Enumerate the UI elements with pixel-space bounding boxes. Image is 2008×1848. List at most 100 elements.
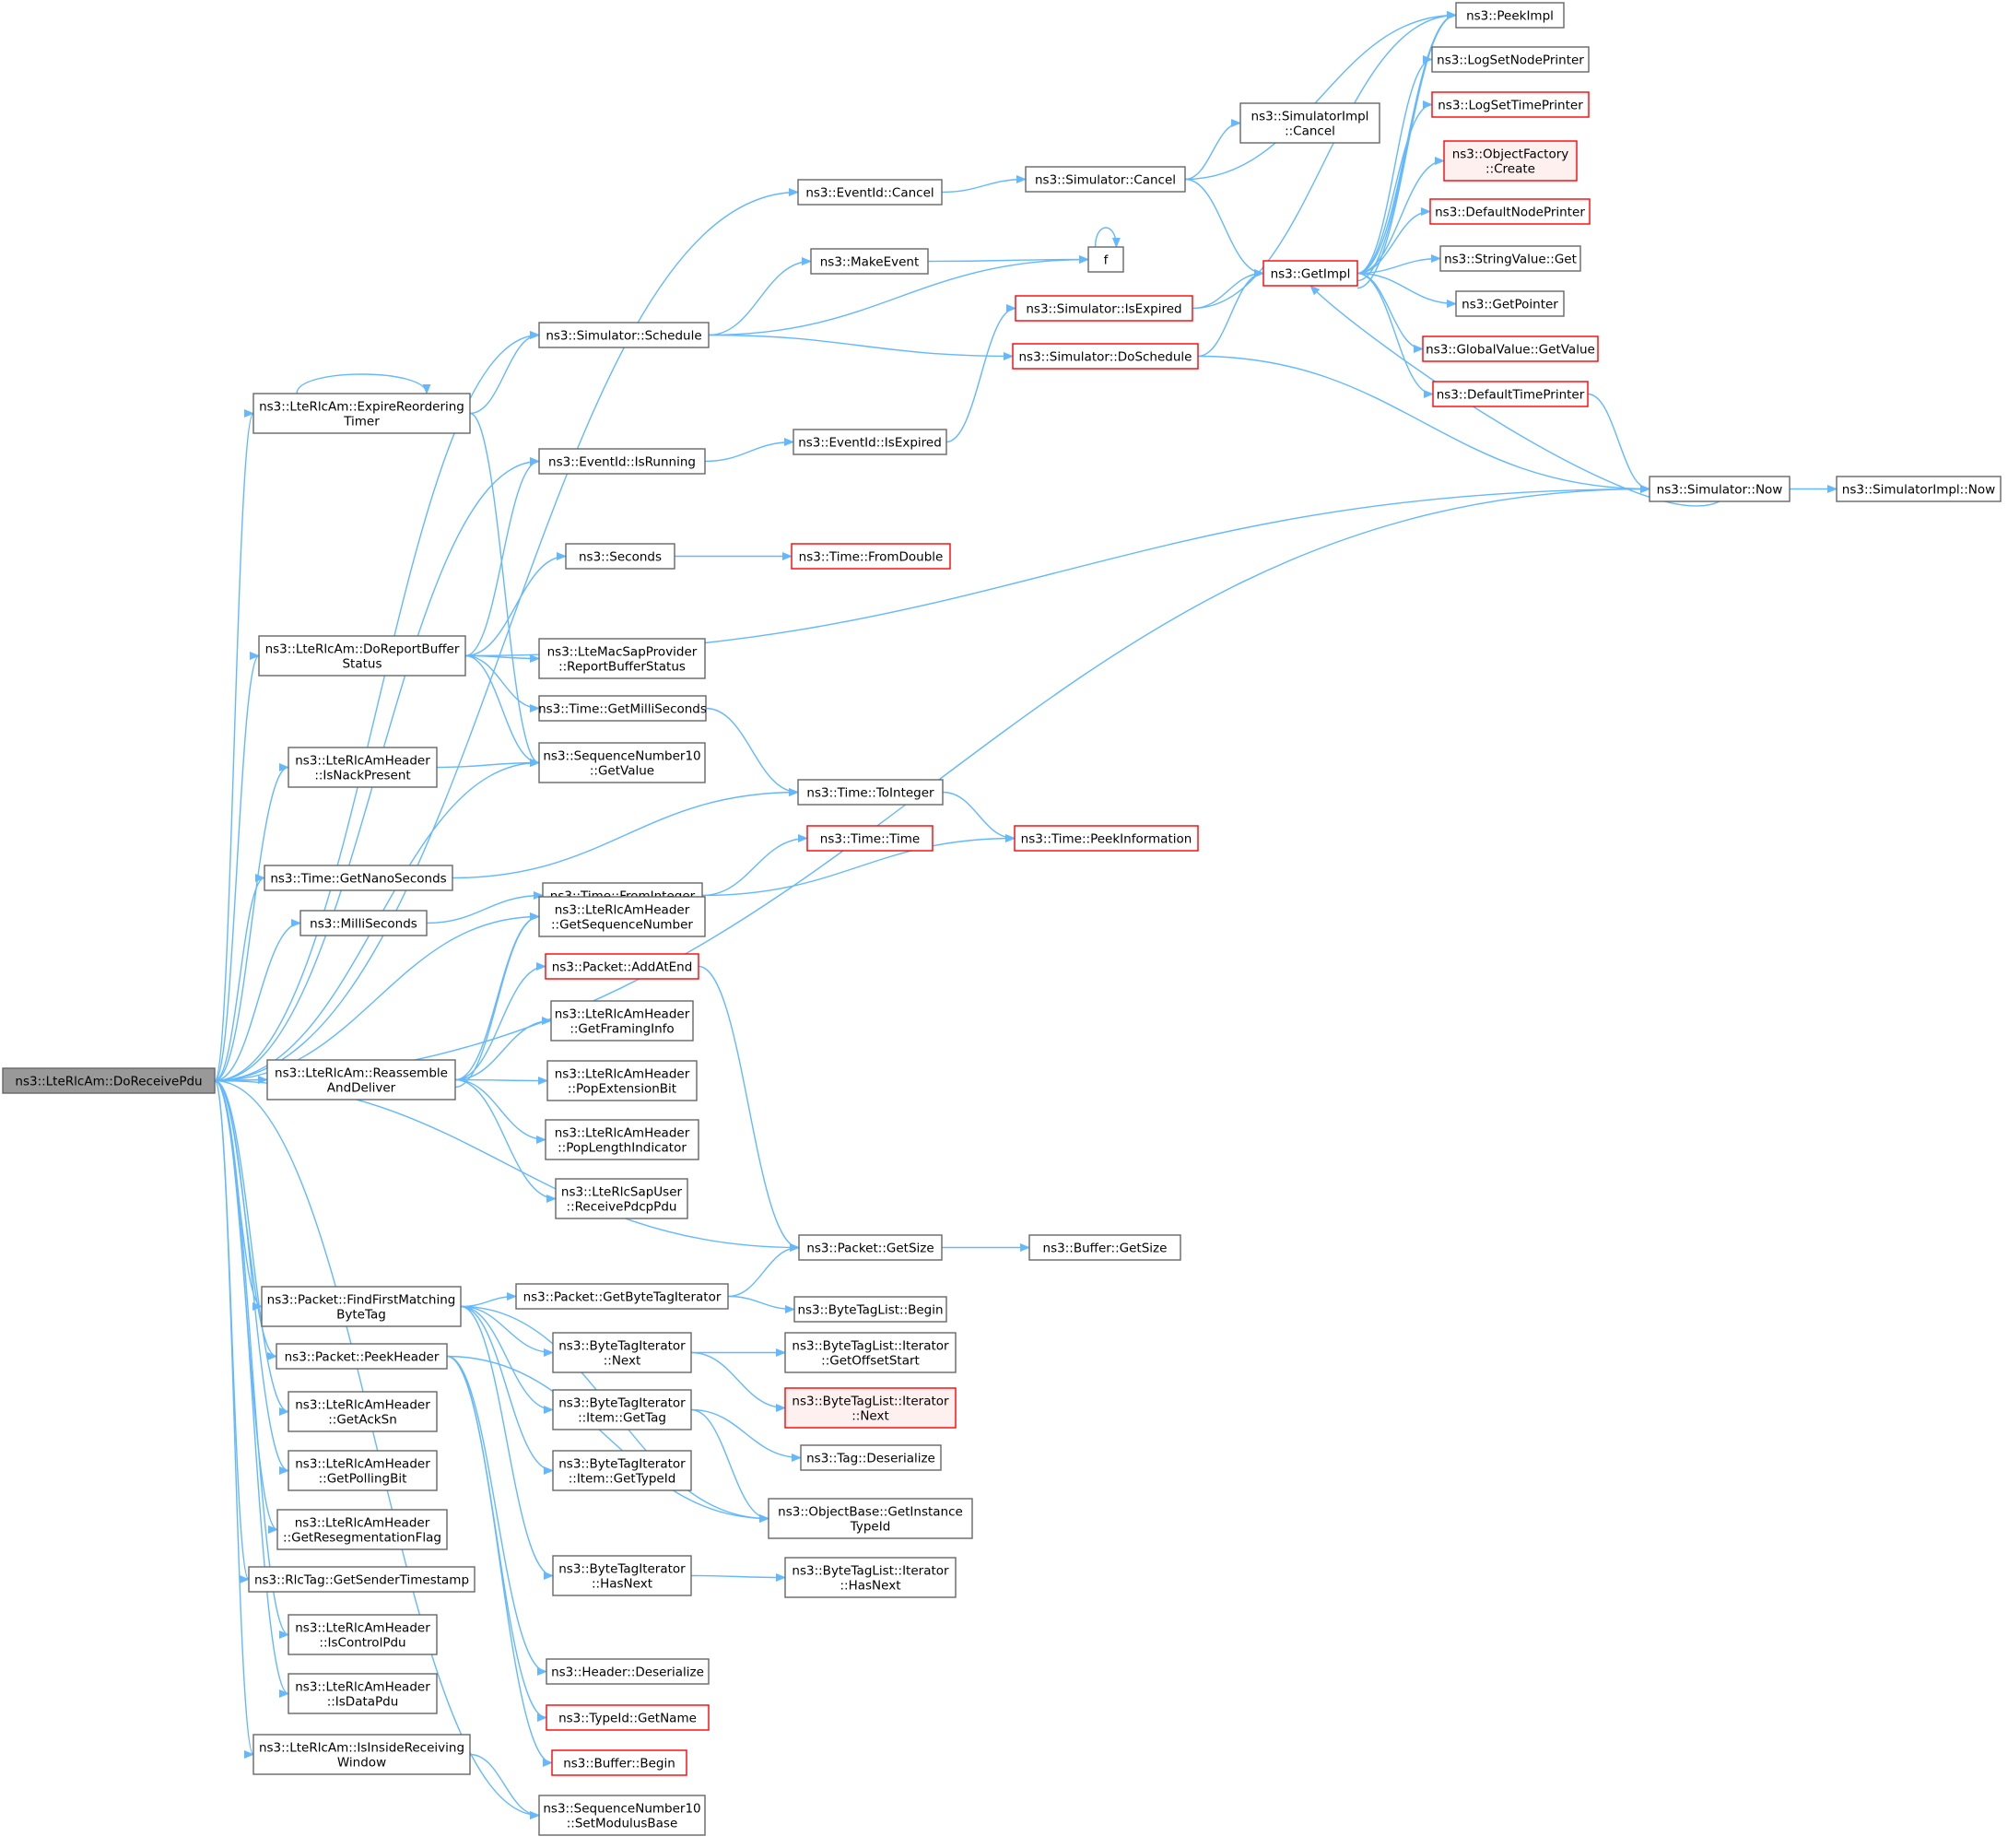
node-box[interactable] xyxy=(552,1332,692,1373)
node-box[interactable] xyxy=(1455,290,1565,317)
node-f[interactable]: f xyxy=(1087,246,1124,273)
node-box[interactable] xyxy=(798,1234,943,1261)
node-sim_schedule[interactable]: ns3::Simulator::Schedule xyxy=(538,322,710,348)
node-poplengthindicator[interactable]: ns3::LteRlcAmHeader::PopLengthIndicator xyxy=(545,1119,699,1160)
node-box[interactable] xyxy=(784,1387,957,1429)
node-box[interactable] xyxy=(1422,335,1599,362)
node-box[interactable] xyxy=(546,1060,698,1101)
node-getacksn[interactable]: ns3::LteRlcAmHeader::GetAckSn xyxy=(288,1391,438,1432)
node-box[interactable] xyxy=(1836,476,2002,502)
node-receivepdcppdu[interactable]: ns3::LteRlcSapUser::ReceivePdcpPdu xyxy=(555,1178,688,1219)
node-typeid_getname[interactable]: ns3::TypeId::GetName xyxy=(546,1704,710,1731)
node-box[interactable] xyxy=(1012,343,1199,370)
node-box[interactable] xyxy=(552,1450,692,1491)
node-box[interactable] xyxy=(1431,91,1590,118)
node-time_peekinfo[interactable]: ns3::Time::PeekInformation xyxy=(1014,825,1199,852)
node-time_time[interactable]: ns3::Time::Time xyxy=(806,825,934,852)
node-box[interactable] xyxy=(1015,295,1193,322)
node-eventid_cancel[interactable]: ns3::EventId::Cancel xyxy=(797,179,943,206)
node-box[interactable] xyxy=(252,393,471,434)
node-box[interactable] xyxy=(793,1296,947,1323)
node-box[interactable] xyxy=(1443,140,1578,182)
node-logsettime[interactable]: ns3::LogSetTimePrinter xyxy=(1431,91,1590,118)
node-box[interactable] xyxy=(515,1283,729,1310)
node-sim_isexpired[interactable]: ns3::Simulator::IsExpired xyxy=(1015,295,1193,322)
node-root[interactable]: ns3::LteRlcAm::DoReceivePdu xyxy=(2,1067,216,1094)
node-eventid_isrunning[interactable]: ns3::EventId::IsRunning xyxy=(538,448,706,475)
node-box[interactable] xyxy=(2,1067,216,1094)
node-box[interactable] xyxy=(552,1555,692,1596)
node-seqnum_setmodulus[interactable]: ns3::SequenceNumber10::SetModulusBase xyxy=(538,1795,706,1836)
node-packet_getsize[interactable]: ns3::Packet::GetSize xyxy=(798,1234,943,1261)
node-box[interactable] xyxy=(565,543,675,570)
node-btl_iter_hasnext[interactable]: ns3::ByteTagList::Iterator::HasNext xyxy=(784,1557,957,1598)
node-box[interactable] xyxy=(552,1389,692,1430)
node-isdatapdu[interactable]: ns3::LteRlcAmHeader::IsDataPdu xyxy=(288,1673,438,1714)
node-objfactory_create[interactable]: ns3::ObjectFactory::Create xyxy=(1443,140,1578,182)
node-packet_addatend[interactable]: ns3::Packet::AddAtEnd xyxy=(545,953,699,980)
node-box[interactable] xyxy=(797,779,944,806)
node-getresegflag[interactable]: ns3::LteRlcAmHeader::GetResegmentationFl… xyxy=(276,1509,448,1550)
node-time_getms[interactable]: ns3::Time::GetMilliSeconds xyxy=(538,695,707,722)
node-tag_deserialize[interactable]: ns3::Tag::Deserialize xyxy=(800,1444,942,1471)
node-box[interactable] xyxy=(1455,2,1565,29)
node-time_fromdouble[interactable]: ns3::Time::FromDouble xyxy=(791,543,951,570)
node-getbytetagiterator[interactable]: ns3::Packet::GetByteTagIterator xyxy=(515,1283,729,1310)
node-box[interactable] xyxy=(538,322,710,348)
node-box[interactable] xyxy=(806,825,934,852)
node-ltemacsap_report[interactable]: ns3::LteMacSapProvider::ReportBufferStat… xyxy=(538,638,706,679)
node-box[interactable] xyxy=(1262,260,1358,287)
node-box[interactable] xyxy=(288,1450,438,1491)
node-packet_peekheader[interactable]: ns3::Packet::PeekHeader xyxy=(276,1343,448,1370)
node-box[interactable] xyxy=(555,1178,688,1219)
node-simimpl_now[interactable]: ns3::SimulatorImpl::Now xyxy=(1836,476,2002,502)
node-btl_iter_getoffset[interactable]: ns3::ByteTagList::Iterator::GetOffsetSta… xyxy=(784,1332,957,1373)
node-box[interactable] xyxy=(784,1332,957,1373)
node-box[interactable] xyxy=(1439,245,1581,272)
node-box[interactable] xyxy=(299,910,428,936)
node-box[interactable] xyxy=(1432,381,1589,407)
node-simimpl_cancel[interactable]: ns3::SimulatorImpl::Cancel xyxy=(1239,102,1380,144)
node-time_getns[interactable]: ns3::Time::GetNanoSeconds xyxy=(264,865,453,891)
node-box[interactable] xyxy=(252,1734,471,1775)
node-globalvalue_getvalue[interactable]: ns3::GlobalValue::GetValue xyxy=(1422,335,1599,362)
node-box[interactable] xyxy=(538,896,706,937)
node-box[interactable] xyxy=(538,448,706,475)
node-box[interactable] xyxy=(550,1000,694,1042)
node-box[interactable] xyxy=(538,1795,706,1836)
node-box[interactable] xyxy=(797,179,943,206)
node-box[interactable] xyxy=(1087,246,1124,273)
node-box[interactable] xyxy=(1649,476,1791,502)
node-item_gettypeid[interactable]: ns3::ByteTagIterator::Item::GetTypeId xyxy=(552,1450,692,1491)
node-box[interactable] xyxy=(545,1119,699,1160)
node-item_gettag[interactable]: ns3::ByteTagIterator::Item::GetTag xyxy=(552,1389,692,1430)
node-box[interactable] xyxy=(784,1557,957,1598)
node-box[interactable] xyxy=(1014,825,1199,852)
node-box[interactable] xyxy=(264,865,453,891)
node-popextensionbit[interactable]: ns3::LteRlcAmHeader::PopExtensionBit xyxy=(546,1060,698,1101)
node-box[interactable] xyxy=(276,1509,448,1550)
node-box[interactable] xyxy=(1431,46,1590,73)
node-milliseconds[interactable]: ns3::MilliSeconds xyxy=(299,910,428,936)
node-box[interactable] xyxy=(288,1673,438,1714)
node-box[interactable] xyxy=(276,1343,448,1370)
node-getframinginfo[interactable]: ns3::LteRlcAmHeader::GetFramingInfo xyxy=(550,1000,694,1042)
node-box[interactable] xyxy=(768,1498,973,1539)
node-box[interactable] xyxy=(288,1391,438,1432)
node-stringvalue_get[interactable]: ns3::StringValue::Get xyxy=(1439,245,1581,272)
node-box[interactable] xyxy=(800,1444,942,1471)
node-box[interactable] xyxy=(248,1566,476,1593)
node-peekimpl[interactable]: ns3::PeekImpl xyxy=(1455,2,1565,29)
node-box[interactable] xyxy=(538,638,706,679)
node-box[interactable] xyxy=(258,635,466,677)
node-sim_doschedule[interactable]: ns3::Simulator::DoSchedule xyxy=(1012,343,1199,370)
node-sim_cancel[interactable]: ns3::Simulator::Cancel xyxy=(1025,166,1186,193)
node-box[interactable] xyxy=(1028,1234,1181,1261)
node-getseqnum[interactable]: ns3::LteRlcAmHeader::GetSequenceNumber xyxy=(538,896,706,937)
node-time_tointeger[interactable]: ns3::Time::ToInteger xyxy=(797,779,944,806)
